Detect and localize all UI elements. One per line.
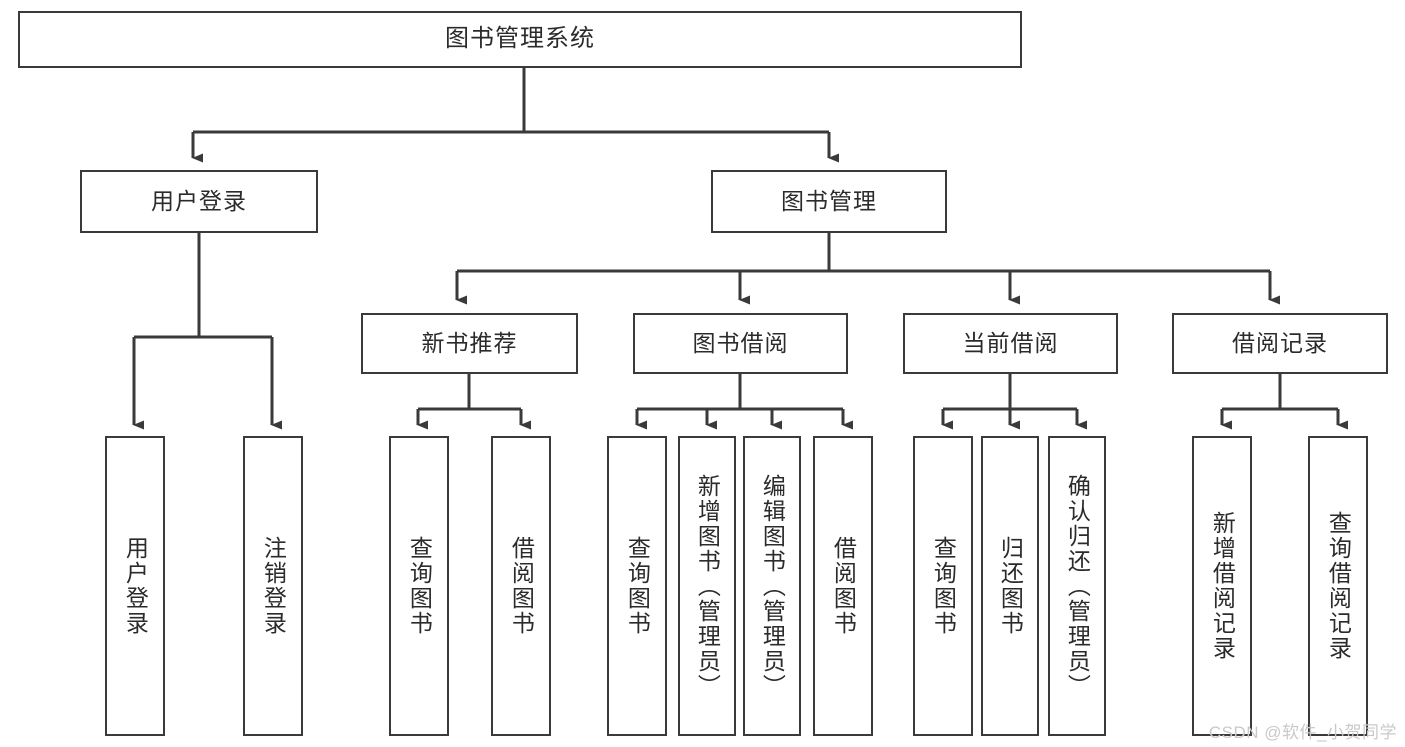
node-root-book-management-system[interactable]: 图书管理系统 <box>18 11 1022 68</box>
node-label: 图书管理 <box>781 187 877 214</box>
node-label: 借阅图书 <box>508 536 535 636</box>
node-leaf-borrow-book-2[interactable]: 借阅图书 <box>813 436 873 736</box>
node-book-management[interactable]: 图书管理 <box>711 170 947 233</box>
node-label: 借阅图书 <box>830 536 857 636</box>
node-leaf-user-login[interactable]: 用户登录 <box>105 436 165 736</box>
node-label: 用户登录 <box>122 536 149 636</box>
csdn-watermark: CSDN @软件_小贺同学 <box>1208 723 1397 742</box>
node-borrow-record[interactable]: 借阅记录 <box>1172 313 1388 374</box>
node-leaf-edit-book[interactable]: 编辑图书（管理员） <box>743 436 801 736</box>
node-label: 新增借阅记录 <box>1209 511 1236 661</box>
node-leaf-borrow-book-1[interactable]: 借阅图书 <box>491 436 551 736</box>
node-label: 确认归还（管理员） <box>1064 473 1091 699</box>
node-leaf-add-record[interactable]: 新增借阅记录 <box>1192 436 1252 736</box>
node-label: 查询图书 <box>930 536 957 636</box>
node-current-borrow[interactable]: 当前借阅 <box>903 313 1118 374</box>
node-label: 图书管理系统 <box>445 25 595 53</box>
node-label: 编辑图书（管理员） <box>759 473 786 699</box>
node-label: 新增图书（管理员） <box>694 473 721 699</box>
node-label: 新书推荐 <box>421 329 518 356</box>
node-label: 查询借阅记录 <box>1325 511 1352 661</box>
node-leaf-logout[interactable]: 注销登录 <box>243 436 303 736</box>
node-new-book-recommendation[interactable]: 新书推荐 <box>361 313 578 374</box>
node-label: 图书借阅 <box>692 329 789 356</box>
node-label: 当前借阅 <box>962 329 1059 356</box>
node-leaf-return-book[interactable]: 归还图书 <box>981 436 1039 736</box>
node-leaf-query-book-2[interactable]: 查询图书 <box>607 436 667 736</box>
node-label: 归还图书 <box>997 536 1024 636</box>
node-leaf-query-record[interactable]: 查询借阅记录 <box>1308 436 1368 736</box>
node-label: 查询图书 <box>624 536 651 636</box>
node-user-login[interactable]: 用户登录 <box>80 170 318 233</box>
node-label: 注销登录 <box>260 536 287 636</box>
node-leaf-add-book[interactable]: 新增图书（管理员） <box>678 436 736 736</box>
node-leaf-query-book-1[interactable]: 查询图书 <box>389 436 449 736</box>
node-book-borrow[interactable]: 图书借阅 <box>633 313 848 374</box>
node-leaf-confirm-return[interactable]: 确认归还（管理员） <box>1048 436 1106 736</box>
node-label: 查询图书 <box>406 536 433 636</box>
node-leaf-query-book-3[interactable]: 查询图书 <box>913 436 973 736</box>
node-label: 借阅记录 <box>1232 329 1328 356</box>
node-label: 用户登录 <box>151 187 247 214</box>
